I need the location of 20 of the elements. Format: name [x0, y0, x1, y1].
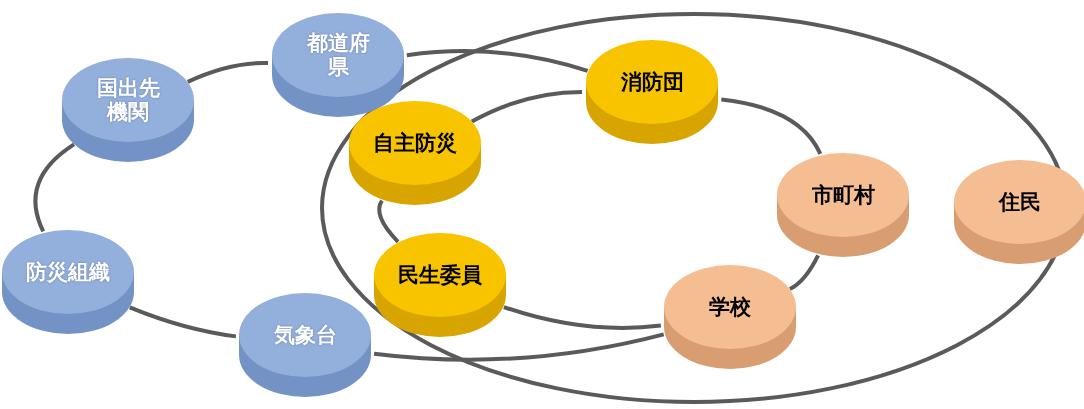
node-label: 自主防災 — [373, 130, 457, 156]
connector-line — [503, 305, 662, 330]
connector-line — [721, 97, 823, 155]
connector-line — [373, 332, 665, 362]
node-label: 市町村 — [811, 182, 875, 208]
connector-line — [33, 142, 76, 233]
node-label: 住民 — [999, 189, 1041, 215]
node-label: 民生委員 — [398, 262, 482, 288]
connector-line — [186, 61, 269, 84]
node-label: 学校 — [709, 294, 751, 320]
connector-line — [788, 254, 820, 291]
connector-line — [129, 305, 237, 339]
node-label: 気象台 — [273, 322, 337, 348]
connector-line — [470, 90, 583, 124]
node-label: 消防団 — [620, 69, 684, 95]
node-label: 国出先機関 — [95, 75, 161, 125]
node-label: 都道府県 — [305, 30, 371, 80]
connector-line — [406, 49, 589, 73]
connector-line — [377, 199, 400, 244]
node-label: 防災組織 — [26, 259, 110, 285]
